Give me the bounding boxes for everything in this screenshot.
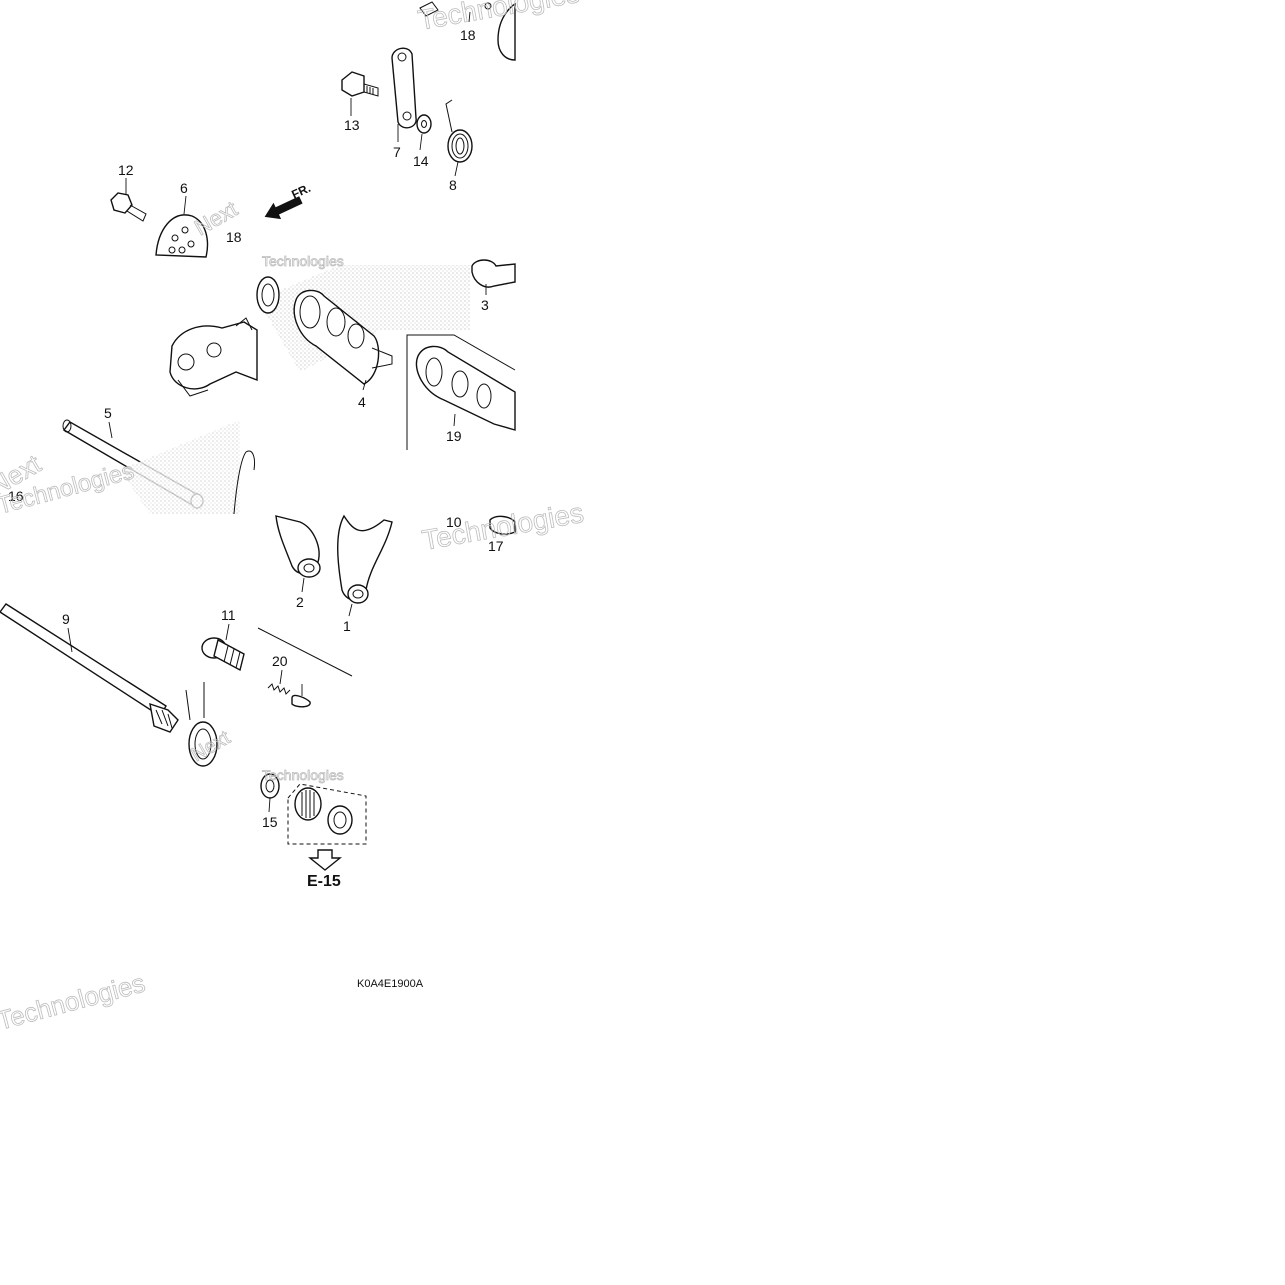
callout-6: 6	[180, 180, 188, 196]
bolt-13-part	[341, 71, 379, 97]
front-direction-arrow	[264, 196, 303, 220]
pin-20-part	[291, 694, 311, 708]
shift-drum-4-part	[258, 265, 470, 385]
callout-10: 10	[446, 514, 462, 530]
return-spring-part	[185, 682, 218, 767]
watermark-mid-technologies-top: Technologies	[262, 253, 344, 269]
spring-8-part	[445, 99, 473, 163]
washer-14-part	[416, 114, 432, 134]
watermark-bottom-technologies: Technologies	[0, 968, 148, 1036]
reference-e15: E-15	[307, 873, 341, 890]
shift-fork-1-part	[337, 514, 393, 604]
watermark-bottom-technologies-top: Technologies	[262, 767, 344, 783]
callout-3: 3	[481, 297, 489, 313]
bearing-kit-box	[287, 783, 367, 845]
callout-7: 7	[393, 144, 401, 160]
callout-4: 4	[358, 394, 366, 410]
callout-11: 11	[221, 607, 236, 623]
spring-21-part	[267, 683, 291, 695]
callout-8: 8	[449, 177, 457, 193]
stopper-arm-part	[391, 47, 417, 129]
callout-18-cam: 18	[226, 229, 242, 245]
drum-19-inset	[406, 334, 516, 450]
drawing-code: K0A4E1900A	[357, 978, 424, 990]
tile-bottom: E-15 15 K0A4E1900A Technologies Technolo…	[0, 767, 424, 1037]
callout-19-label: 19	[446, 428, 462, 444]
callout-13: 13	[344, 117, 360, 133]
bolt-12-part	[110, 192, 147, 222]
callout-17: 17	[488, 538, 504, 554]
tile-lower: 10 17 2 1 9 11 20 19 18 Technologies Nex…	[0, 497, 586, 767]
shift-shaft-9-part	[0, 603, 179, 733]
shift-fork-2-part	[275, 515, 321, 578]
bolt-11-part	[201, 637, 245, 672]
front-direction-label: FR.	[289, 181, 312, 202]
callout-2: 2	[296, 594, 304, 610]
callout-12: 12	[118, 162, 134, 178]
callout-5: 5	[104, 405, 112, 421]
reference-arrow	[308, 849, 342, 871]
callout-16: 16	[8, 488, 24, 504]
callout-18-top: 18	[460, 27, 476, 43]
cam-plate-6-part	[155, 214, 209, 258]
callout-21: 20	[272, 653, 288, 669]
tile-top: FR. 18 13 7 14 8 12 6 18 Technologies Ne…	[110, 0, 582, 258]
tile-middle: 5 16 4 3 18 19 Technologies Next Technol…	[0, 253, 516, 520]
callout-15: 15	[262, 814, 278, 830]
callout-1: 1	[343, 618, 351, 634]
callout-9: 9	[62, 611, 70, 627]
callout-14: 14	[413, 153, 429, 169]
shift-fork-assembly-part	[169, 317, 258, 397]
